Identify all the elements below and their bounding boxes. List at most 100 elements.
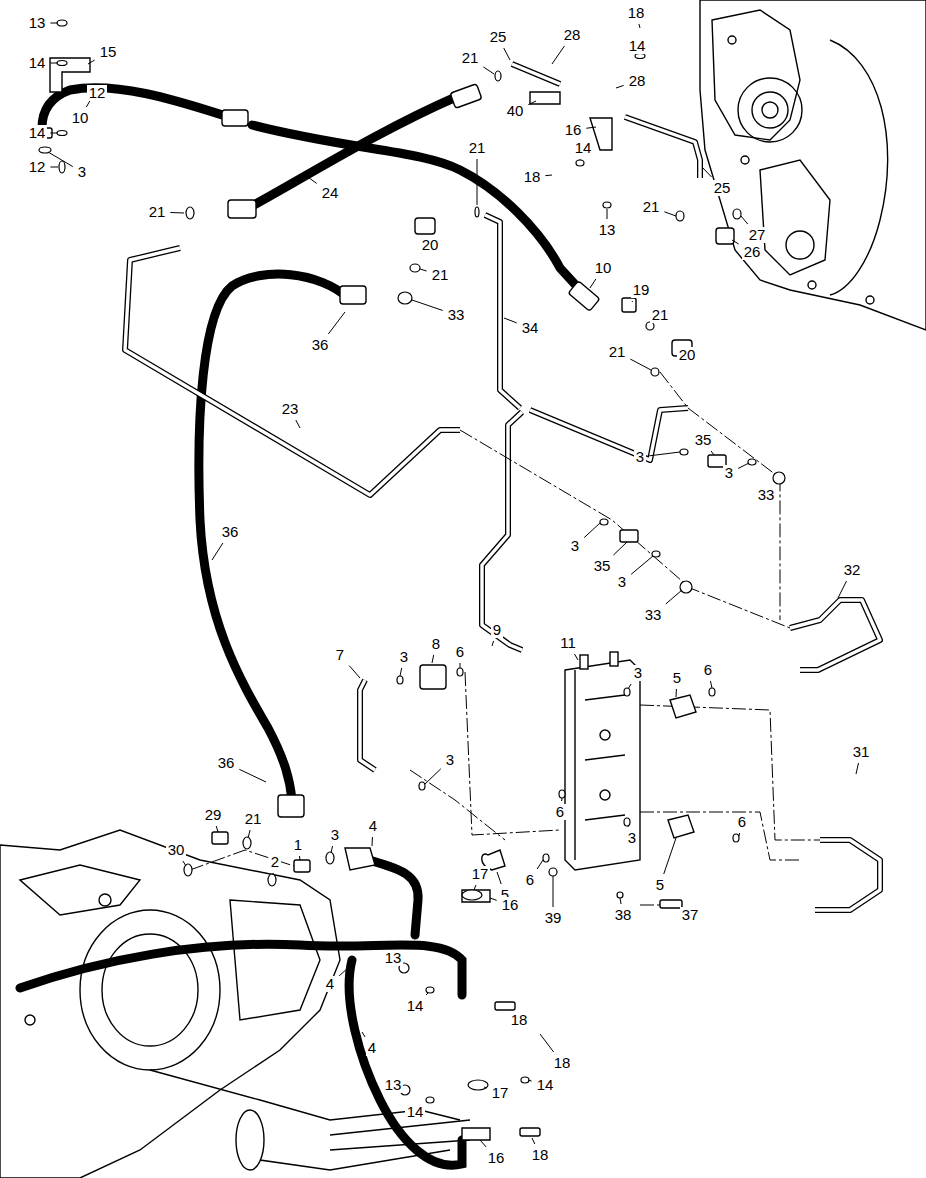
callout-number: 23 <box>280 401 301 417</box>
callout-number: 40 <box>505 103 526 119</box>
callout-number: 3 <box>723 465 735 481</box>
leader-line <box>305 175 317 183</box>
leader-line <box>628 826 629 827</box>
callout-number: 18 <box>530 1147 551 1163</box>
leader-line <box>50 133 58 134</box>
leader-line <box>504 48 510 60</box>
leader-line <box>732 240 739 244</box>
leader-line <box>492 641 494 646</box>
callout-number: 4 <box>366 1040 378 1056</box>
leader-line <box>553 876 554 907</box>
callout-number: 3 <box>632 665 644 681</box>
leader-line <box>504 318 517 323</box>
callout-number: 4 <box>367 818 379 834</box>
callout-number: 38 <box>613 907 634 923</box>
callout-number: 3 <box>616 574 628 590</box>
leader-line <box>540 1034 554 1052</box>
callout-number: 6 <box>524 872 536 888</box>
leader-line <box>616 85 624 88</box>
callout-number: 18 <box>522 169 543 185</box>
leader-line <box>170 212 184 214</box>
leader-line <box>545 175 552 177</box>
callout-number: 10 <box>70 110 91 126</box>
callout-number: 32 <box>842 562 863 578</box>
callout-number: 31 <box>851 744 872 760</box>
leader-line <box>497 872 501 884</box>
leader-line <box>664 838 676 874</box>
leader-line <box>412 300 443 310</box>
tube-outer <box>125 64 880 910</box>
leader-line <box>372 837 373 846</box>
callout-number: 18 <box>626 5 647 21</box>
callout-number: 10 <box>593 260 614 276</box>
centerlines <box>190 372 820 905</box>
callout-number: 24 <box>320 185 341 201</box>
callout-number: 12 <box>27 159 48 175</box>
callout-number: 30 <box>166 842 187 858</box>
callout-number: 21 <box>641 199 662 215</box>
callout-number: 14 <box>535 1077 556 1093</box>
leader-line <box>711 451 714 455</box>
callout-number: 21 <box>467 140 488 156</box>
callout-number: 33 <box>446 307 467 323</box>
leader-line <box>613 542 627 555</box>
leader-line <box>339 968 348 976</box>
leader-line <box>856 763 859 774</box>
leader-line <box>631 556 653 574</box>
leader-line <box>474 885 476 890</box>
leader-line <box>630 359 651 370</box>
leader-line <box>620 898 621 904</box>
callout-number: 7 <box>334 647 346 663</box>
fittings <box>50 58 734 1140</box>
callout-number: 21 <box>460 50 481 66</box>
callout-number: 21 <box>430 267 451 283</box>
callout-number: 21 <box>147 204 168 220</box>
callout-number: 3 <box>329 827 341 843</box>
callout-number: 33 <box>756 487 777 503</box>
leader-line <box>248 830 250 838</box>
callout-number: 14 <box>405 1104 426 1120</box>
leader-line <box>741 216 748 224</box>
leader-line <box>460 663 461 668</box>
callout-number: 35 <box>693 432 714 448</box>
callout-number: 3 <box>569 538 581 554</box>
leader-line <box>426 993 428 995</box>
o-rings <box>39 20 785 1103</box>
tube-inner <box>125 64 880 910</box>
hose-fittings <box>30 84 600 870</box>
leader-line <box>490 898 497 900</box>
leader-line <box>584 523 600 538</box>
leader-line <box>586 127 596 128</box>
leader-line <box>649 452 680 456</box>
callout-number: 28 <box>627 73 648 89</box>
leader-line <box>273 873 274 875</box>
callout-number: 8 <box>430 636 442 652</box>
leader-line <box>212 543 223 560</box>
leader-line <box>738 463 749 468</box>
callout-number: 12 <box>87 85 108 101</box>
callout-number: 13 <box>383 1077 404 1093</box>
callout-number: 17 <box>490 1085 511 1101</box>
leader-line <box>590 279 596 288</box>
callout-number: 20 <box>420 237 441 253</box>
callout-number: 13 <box>383 950 404 966</box>
leader-line <box>676 689 677 697</box>
leader-line <box>628 684 631 689</box>
callout-number: 16 <box>563 122 584 138</box>
callout-number: 36 <box>216 755 237 771</box>
leader-line <box>532 1138 535 1144</box>
callout-number: 28 <box>562 27 583 43</box>
leader-line <box>328 312 345 334</box>
axle-housing <box>0 830 470 1178</box>
callout-number: 33 <box>643 607 664 623</box>
leader-line <box>50 167 58 168</box>
leader-line <box>838 581 847 598</box>
callout-number: 27 <box>747 227 768 243</box>
callout-number: 3 <box>398 649 410 665</box>
callout-number: 14 <box>27 125 48 141</box>
leader-line <box>580 159 581 160</box>
callout-number: 1 <box>292 837 304 853</box>
leader-line <box>664 212 676 216</box>
leader-line <box>183 861 186 866</box>
